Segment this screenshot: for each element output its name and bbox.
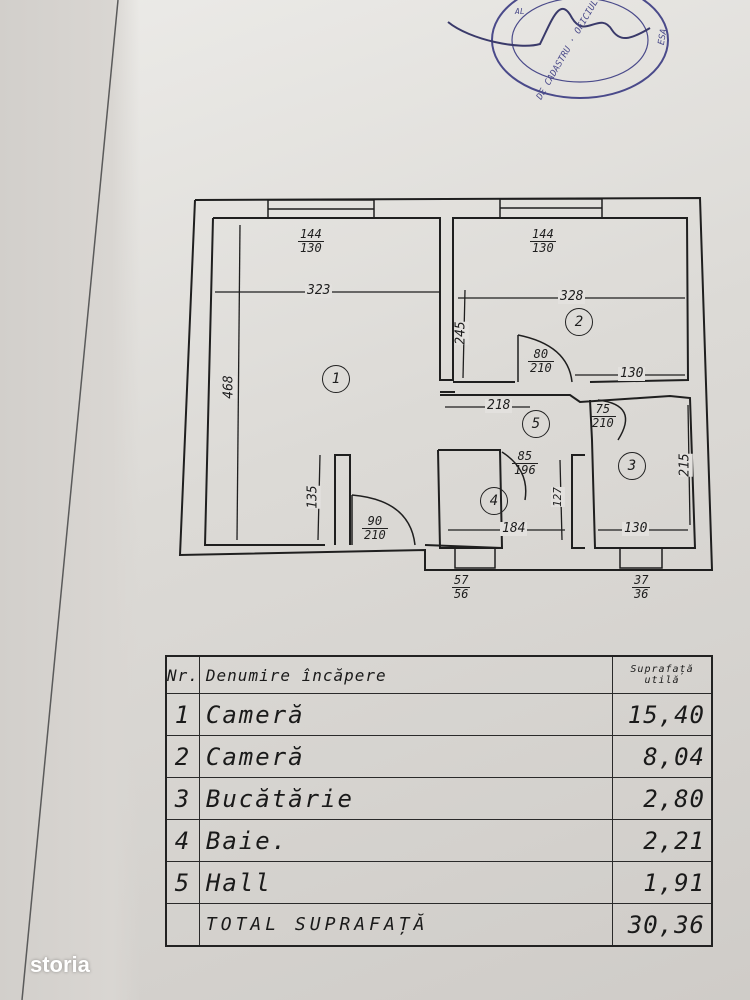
room-1-marker: 1 xyxy=(322,365,350,393)
row-nr: 2 xyxy=(165,735,200,778)
table-total-row: TOTAL SUPRAFAȚĂ 30,36 xyxy=(165,903,713,947)
window-bath xyxy=(454,547,496,569)
window-kitchen xyxy=(619,547,663,569)
door-arc-room-2 xyxy=(517,334,573,383)
stamp-outer-ring xyxy=(491,0,669,99)
table-row: 1 Cameră 15,40 xyxy=(165,693,713,736)
room-2-marker: 2 xyxy=(565,308,593,336)
row-name: Baie. xyxy=(198,819,614,862)
row-name: Cameră xyxy=(198,735,614,778)
exterior-walls xyxy=(178,196,714,571)
storia-logo: storia xyxy=(30,952,90,977)
row-area: 2,21 xyxy=(612,819,713,862)
row-area: 2,80 xyxy=(612,777,713,820)
header-nr: Nr. xyxy=(165,655,200,694)
table-header-row: Nr. Denumire încăpere Suprafață utilă xyxy=(165,655,713,694)
room-3-width: 130 xyxy=(622,521,650,536)
door-arc-entrance xyxy=(351,494,416,546)
stamp-inner-ring xyxy=(511,0,649,83)
door-swings xyxy=(351,334,627,546)
room-1-side: 135 xyxy=(305,485,321,509)
row-name: Hall xyxy=(198,861,614,904)
room-4-height: 127 xyxy=(550,487,565,507)
table-row: 4 Baie. 2,21 xyxy=(165,819,713,862)
door-arc-bath xyxy=(501,451,527,501)
room-5-width: 218 xyxy=(485,398,513,413)
row-area: 15,40 xyxy=(612,693,713,736)
room-1-width: 323 xyxy=(305,283,333,298)
room-4-width: 184 xyxy=(500,521,528,536)
room-1-height: 468 xyxy=(221,375,237,399)
total-area: 30,36 xyxy=(612,903,713,947)
table-row: 3 Bucătărie 2,80 xyxy=(165,777,713,820)
header-name: Denumire încăpere xyxy=(198,655,614,694)
official-stamp xyxy=(447,0,669,99)
room-4-marker: 4 xyxy=(480,487,508,515)
row-nr: 3 xyxy=(165,777,200,820)
row-nr: 4 xyxy=(165,819,200,862)
table-row: 2 Cameră 8,04 xyxy=(165,735,713,778)
room-2-width: 328 xyxy=(558,289,586,304)
row-name: Cameră xyxy=(198,693,614,736)
table-row: 5 Hall 1,91 xyxy=(165,861,713,904)
header-area: Suprafață utilă xyxy=(612,655,713,694)
room-3-height: 215 xyxy=(677,453,693,477)
row-area: 1,91 xyxy=(612,861,713,904)
room-5-marker: 5 xyxy=(522,410,550,438)
row-area: 8,04 xyxy=(612,735,713,778)
total-label: TOTAL SUPRAFAȚĂ xyxy=(198,903,614,947)
room-2-side: 130 xyxy=(618,366,646,381)
row-nr: 5 xyxy=(165,861,200,904)
row-nr: 1 xyxy=(165,693,200,736)
windows xyxy=(267,198,663,569)
row-name: Bucătărie xyxy=(198,777,614,820)
room-area-table: Nr. Denumire încăpere Suprafață utilă 1 … xyxy=(165,655,713,947)
door-arc-kitchen xyxy=(597,399,627,441)
signature-stroke xyxy=(447,8,651,47)
room-2-height: 245 xyxy=(453,321,469,345)
room-3-marker: 3 xyxy=(618,452,646,480)
total-nr-cell xyxy=(165,903,200,947)
stamp-sub-text: AL xyxy=(515,7,525,16)
stamp-extra-text: ESA xyxy=(656,28,670,46)
paper-margin-line xyxy=(21,0,119,1000)
